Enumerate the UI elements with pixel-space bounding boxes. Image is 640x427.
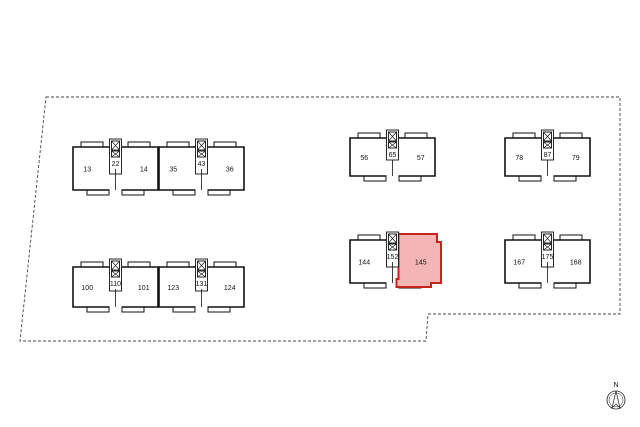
unit-label: 13 <box>83 167 91 174</box>
stair-cross-icon <box>543 243 552 251</box>
unit-144-area[interactable] <box>350 240 387 283</box>
unit-101-outline <box>121 266 159 308</box>
unit-35-area[interactable] <box>159 147 196 190</box>
core-label: 110 <box>110 281 121 288</box>
unit-label: 36 <box>226 167 234 174</box>
unit-label: 79 <box>572 155 580 162</box>
core-label: 131 <box>196 281 208 288</box>
core-label: 152 <box>387 254 399 261</box>
site-boundary <box>19 96 621 342</box>
core-label: 43 <box>198 161 206 168</box>
core-label: 65 <box>389 152 397 159</box>
unit-56-outline <box>349 137 387 177</box>
building-b4: 78 79 87 <box>504 129 591 182</box>
north-arrow-pointer <box>611 390 621 410</box>
unit-56-area[interactable] <box>350 138 387 176</box>
unit-100-outline <box>72 266 110 308</box>
unit-13-outline <box>72 146 110 191</box>
unit-145-selected[interactable] <box>395 233 442 288</box>
stair-cross-icon <box>197 270 206 278</box>
unit-label: 35 <box>169 167 177 174</box>
unit-label: 14 <box>140 167 148 174</box>
unit-167-outline <box>504 239 542 284</box>
lift-cross-icon <box>197 260 206 271</box>
unit-36-outline <box>207 146 245 191</box>
unit-167-area[interactable] <box>505 240 542 283</box>
unit-label: 78 <box>515 155 523 162</box>
unit-label: 57 <box>417 155 425 162</box>
lift-cross-icon <box>111 140 120 151</box>
unit-14-outline <box>121 146 159 191</box>
core-label: 87 <box>544 152 552 159</box>
unit-label: 124 <box>224 285 236 292</box>
stair-cross-icon <box>111 270 120 278</box>
unit-101-area[interactable] <box>121 267 159 307</box>
unit-168-outline <box>553 239 591 284</box>
unit-123-outline <box>158 266 196 308</box>
building-b2: 35 36 43 <box>158 138 245 196</box>
unit-79-area[interactable] <box>553 138 591 176</box>
north-label: N <box>613 382 618 389</box>
stair-cross-icon <box>111 150 120 158</box>
stair-cross-icon <box>197 150 206 158</box>
unit-13-area[interactable] <box>73 147 110 190</box>
unit-14-area[interactable] <box>121 147 159 190</box>
building-b1: 13 14 22 <box>72 138 159 196</box>
unit-label: 168 <box>570 260 582 267</box>
unit-label: 56 <box>360 155 368 162</box>
unit-label: 144 <box>358 260 370 267</box>
unit-36-area[interactable] <box>207 147 245 190</box>
unit-57-outline <box>398 137 436 177</box>
lift-cross-icon <box>388 131 397 142</box>
building-b8: 167 168 175 <box>504 231 591 289</box>
stair-cross-icon <box>543 141 552 149</box>
unit-79-outline <box>553 137 591 177</box>
building-b7: 144 145 152 <box>349 231 442 289</box>
lift-cross-icon <box>197 140 206 151</box>
unit-78-outline <box>504 137 542 177</box>
lift-cross-icon <box>388 233 397 244</box>
unit-label: 167 <box>513 260 525 267</box>
unit-100-area[interactable] <box>73 267 110 307</box>
unit-124-area[interactable] <box>207 267 245 307</box>
unit-124-outline <box>207 266 245 308</box>
building-b3: 56 57 65 <box>349 129 436 182</box>
lift-cross-icon <box>111 260 120 271</box>
unit-label: 100 <box>81 285 93 292</box>
building-b5: 100 101 110 <box>72 258 159 313</box>
stair-cross-icon <box>388 243 397 251</box>
unit-78-area[interactable] <box>505 138 542 176</box>
unit-label: 101 <box>138 285 150 292</box>
unit-label: 145 <box>415 260 427 267</box>
unit-label: 123 <box>167 285 179 292</box>
lift-cross-icon <box>543 233 552 244</box>
core-label: 22 <box>112 161 120 168</box>
lift-cross-icon <box>543 131 552 142</box>
unit-57-area[interactable] <box>398 138 436 176</box>
unit-123-area[interactable] <box>159 267 196 307</box>
core-label: 175 <box>542 254 554 261</box>
unit-144-outline <box>349 239 387 284</box>
north-arrow: N <box>606 382 626 410</box>
unit-168-area[interactable] <box>553 240 591 283</box>
unit-35-outline <box>158 146 196 191</box>
stair-cross-icon <box>388 141 397 149</box>
building-b6: 123 124 131 <box>158 258 245 313</box>
